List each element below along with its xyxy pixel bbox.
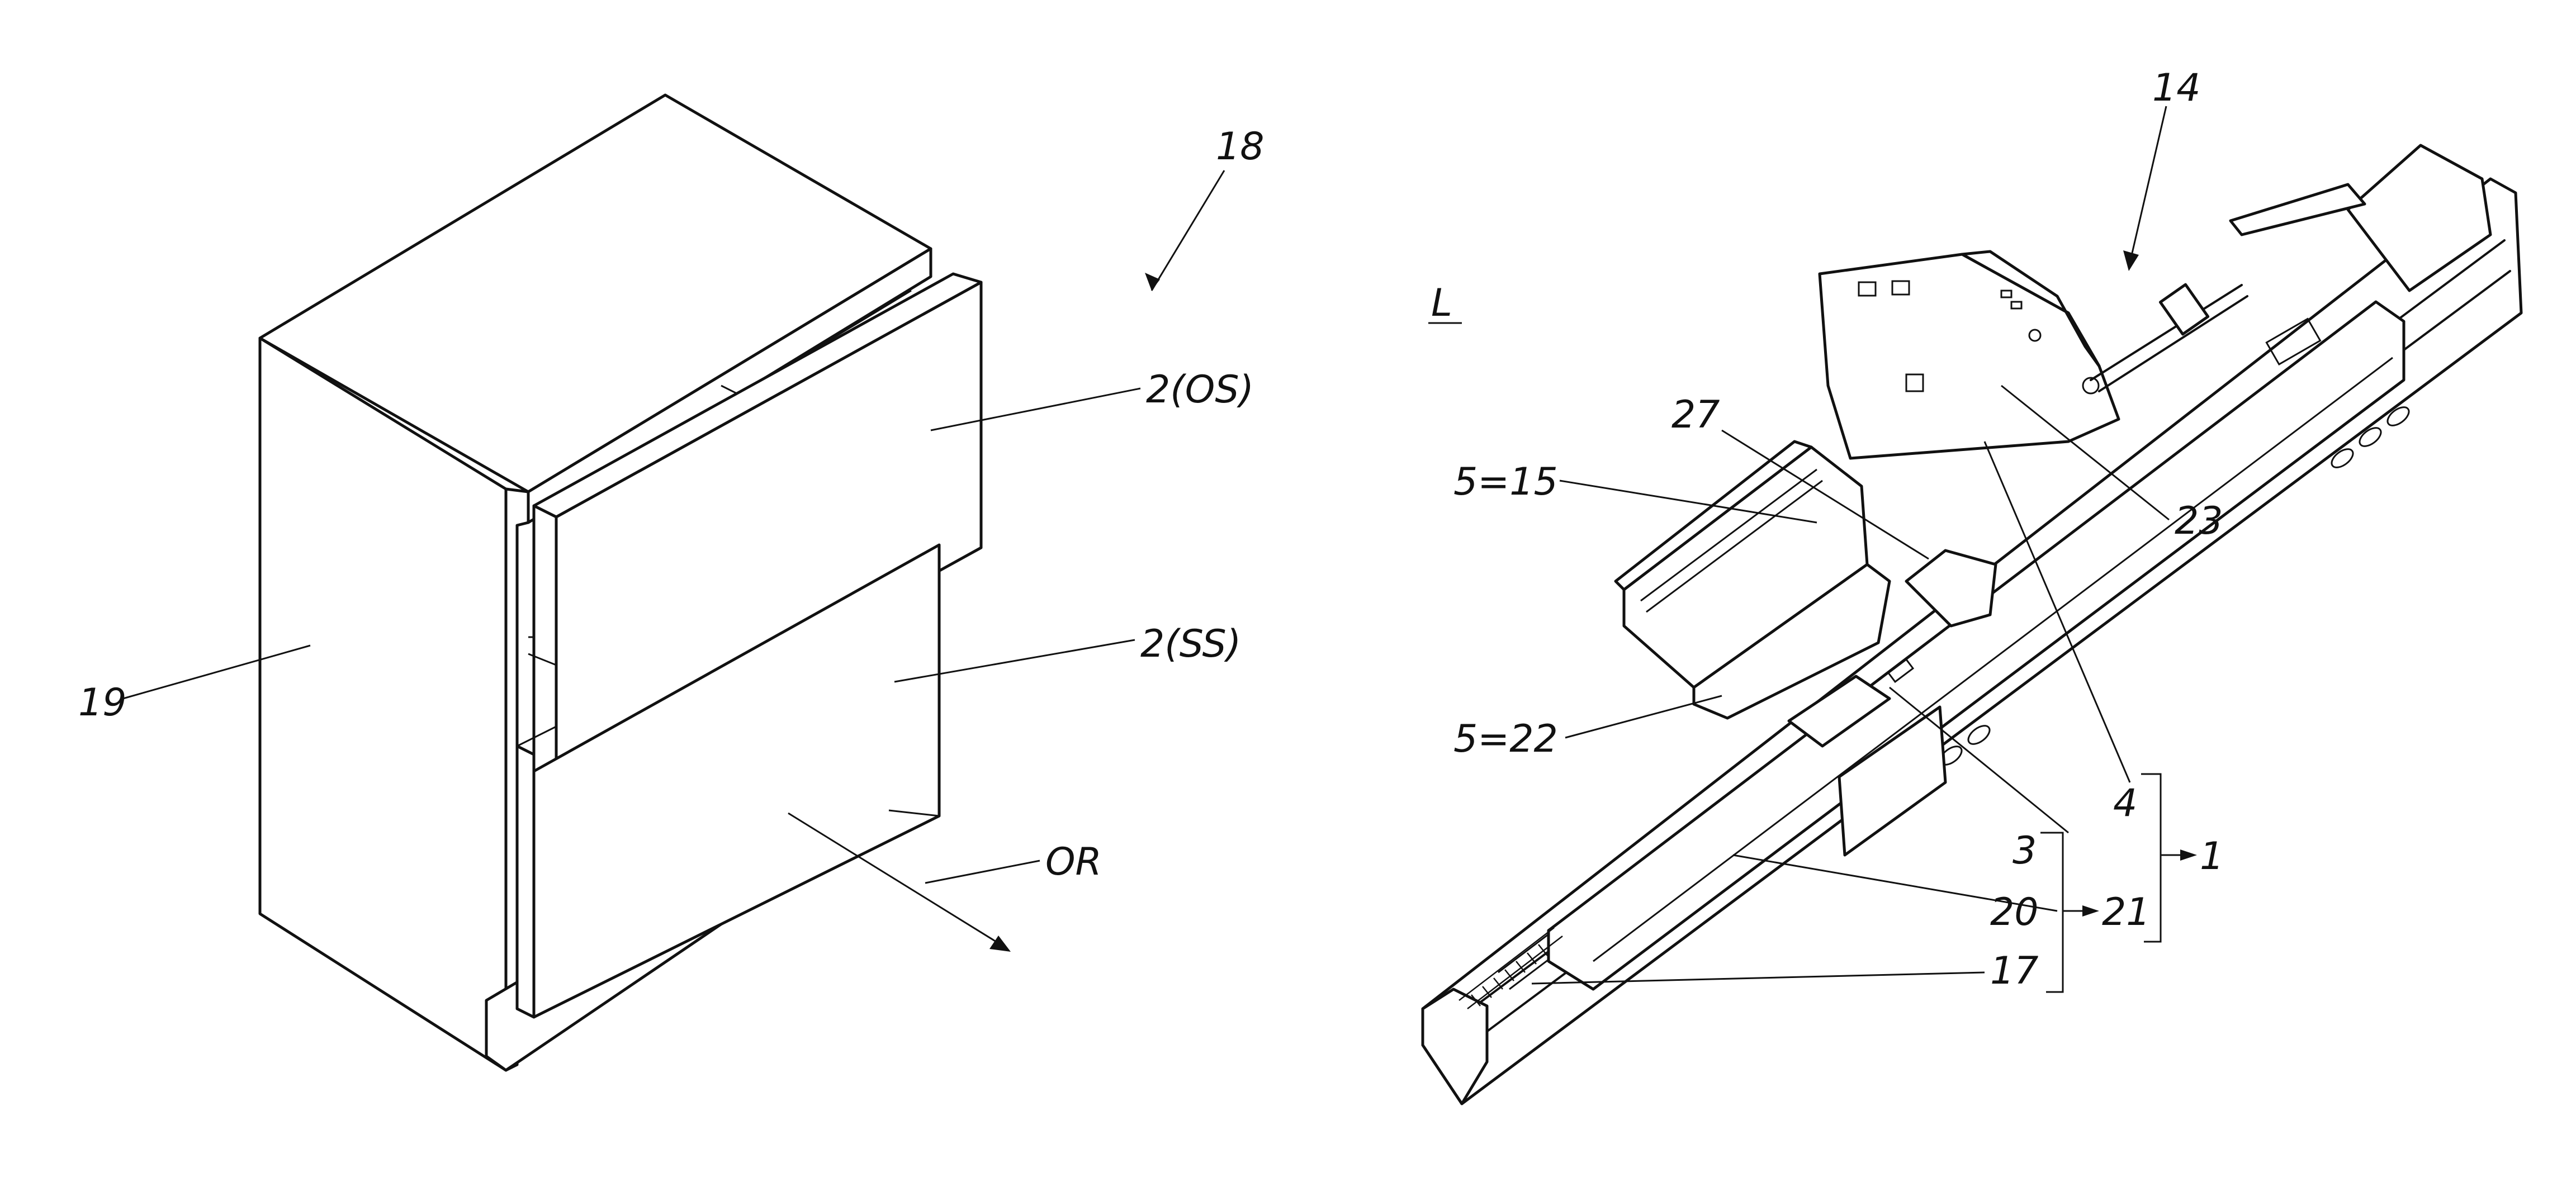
leader-18	[1152, 170, 1224, 291]
upper-drawer-front-side	[534, 506, 556, 782]
leader-or	[925, 861, 1040, 883]
actuator-27	[1906, 550, 1996, 626]
label-14: 14	[2152, 66, 2201, 110]
leader-5-22	[1565, 696, 1722, 738]
arrow-14-icon	[2123, 250, 2139, 271]
arrow-21-icon	[2082, 905, 2099, 917]
label-2ss: 2(SS)	[1140, 622, 1241, 666]
label-27: 27	[1671, 393, 1720, 437]
arrow-18-icon	[1145, 273, 1160, 291]
runner-drawing	[1423, 145, 2521, 1104]
label-or: OR	[1045, 840, 1102, 884]
label-4: 4	[2113, 781, 2137, 825]
label-17: 17	[1990, 949, 2039, 993]
label-21: 21	[2102, 890, 2151, 934]
coupling-plate	[1820, 254, 2119, 458]
label-L: L	[1431, 281, 1452, 325]
label-1: 1	[2200, 834, 2224, 879]
label-2os: 2(OS)	[1146, 368, 1254, 412]
leader-14	[2130, 106, 2166, 263]
lower-drawer-front-left	[517, 746, 534, 1017]
label-23: 23	[2175, 499, 2223, 543]
label-19: 19	[78, 681, 127, 725]
label-5-15: 5=15	[1453, 460, 1558, 504]
label-20: 20	[1990, 890, 2039, 934]
label-5-22: 5=22	[1453, 717, 1558, 761]
cabinet-drawing	[260, 95, 981, 1070]
rear-catch	[2231, 184, 2365, 235]
arrow-or-icon	[989, 936, 1011, 952]
label-18: 18	[1216, 125, 1265, 169]
arrow-1-icon	[2180, 849, 2197, 861]
bracket-21	[2040, 833, 2063, 992]
label-3: 3	[2012, 829, 2037, 873]
